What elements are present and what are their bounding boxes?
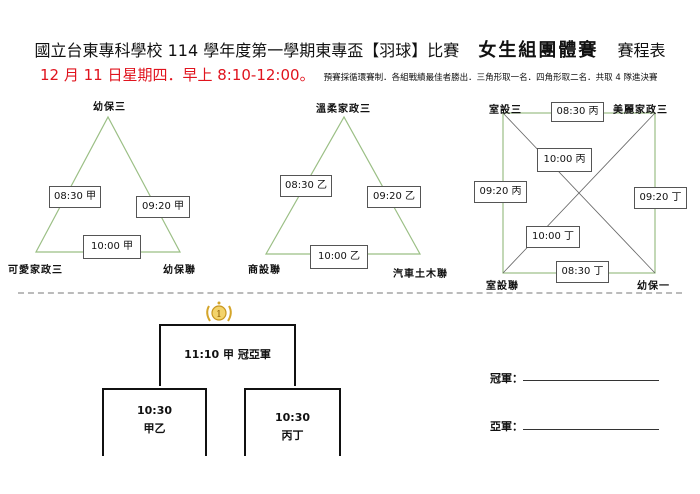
team-yi-top: 溫柔家政三 — [316, 104, 371, 115]
match-ding-0920: 09:20 丁 — [634, 187, 687, 209]
team-yi-bottom-right: 汽車土木聯 — [393, 269, 448, 280]
team-bd-top-left: 室設三 — [489, 105, 522, 116]
semi-left-label: 甲乙 — [143, 422, 166, 435]
match-jia-0920: 09:20 甲 — [136, 196, 190, 218]
champion-label: 冠軍： — [490, 372, 523, 385]
title-suffix: 賽程表 — [617, 41, 666, 60]
runner-up-label: 亞軍： — [490, 420, 523, 433]
team-jia-bottom-right: 幼保聯 — [163, 265, 196, 276]
page-title: 國立台東專科學校 114 學年度第一學期東專盃【羽球】比賽 女生組團體賽 賽程表 — [0, 36, 700, 62]
semi-left: 10:30 甲乙 — [103, 402, 206, 438]
group-jia-triangle — [35, 115, 181, 253]
final-time: 11:10 甲 — [184, 348, 234, 361]
match-ding-0830: 08:30 丁 — [556, 261, 609, 283]
team-bd-top-right: 美麗家政三 — [613, 105, 668, 116]
team-bd-bottom-left: 室設聯 — [486, 281, 519, 292]
match-bing-0830: 08:30 丙 — [551, 102, 604, 122]
schedule-subtitle: 12 月 11 日星期四．早上 8:10-12:00。 預賽採循環賽制．各組戰績… — [40, 64, 658, 85]
final-label: 冠亞軍 — [237, 348, 271, 361]
section-divider — [18, 292, 682, 294]
match-ding-1000: 10:00 丁 — [526, 226, 580, 248]
match-bing-1000: 10:00 丙 — [537, 148, 592, 172]
match-yi-0830: 08:30 乙 — [280, 175, 332, 197]
match-bing-0920: 09:20 丙 — [474, 181, 527, 203]
semi-left-time: 10:30 — [136, 404, 172, 417]
laurel-medal-icon: 1 — [206, 301, 232, 322]
team-jia-top: 幼保三 — [93, 102, 126, 113]
team-yi-bottom-left: 商設聯 — [248, 265, 281, 276]
match-jia-1000: 10:00 甲 — [83, 235, 141, 259]
semi-right: 10:30 丙丁 — [245, 409, 340, 445]
title-prefix: 國立台東專科學校 114 學年度第一學期東專盃【羽球】比賽 — [34, 41, 460, 60]
semi-right-label: 丙丁 — [281, 429, 304, 442]
team-jia-bottom-left: 可愛家政三 — [8, 265, 63, 276]
match-yi-0920: 09:20 乙 — [367, 186, 421, 208]
match-yi-1000: 10:00 乙 — [310, 245, 368, 269]
runner-up-blank[interactable] — [523, 429, 659, 430]
final-match: 11:10 甲 冠亞軍 — [160, 346, 295, 364]
date-time: 12 月 11 日星期四．早上 8:10-12:00。 — [40, 66, 315, 84]
title-art: 女生組團體賽 — [478, 40, 599, 61]
rules-text: 預賽採循環賽制．各組戰績最佳者勝出．三角形取一名．四角形取二名．共取 4 隊進決… — [323, 73, 658, 83]
team-bd-bottom-right: 幼保一 — [637, 281, 670, 292]
svg-text:1: 1 — [216, 310, 222, 320]
champion-blank[interactable] — [523, 380, 659, 381]
semi-right-time: 10:30 — [274, 411, 310, 424]
match-jia-0830: 08:30 甲 — [49, 186, 101, 208]
